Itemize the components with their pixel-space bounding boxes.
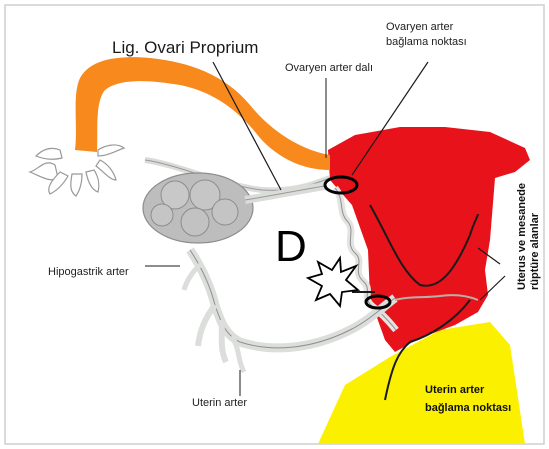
uterine-artery-label: Uterin arter bbox=[192, 397, 247, 409]
ovarian-ligation-label: Ovaryen arter bağlama noktası bbox=[386, 20, 467, 50]
rupture-label: Uterus ve mesanede rüptüre alanlar bbox=[516, 183, 542, 290]
rupture-label-line1: Uterus ve mesanede bbox=[516, 183, 529, 290]
marker-d: D bbox=[275, 222, 307, 272]
ovarian-ligation-label-line1: Ovaryen arter bbox=[386, 20, 467, 35]
rupture-star bbox=[308, 258, 358, 306]
ovary bbox=[143, 173, 253, 243]
uterine-ligation-label: Uterin arter bağlama noktası bbox=[425, 381, 511, 417]
rupture-label-line2: rüptüre alanlar bbox=[529, 183, 542, 290]
hypogastric-label: Hipogastrik arter bbox=[48, 266, 129, 278]
uterine-ligation-label-line1: Uterin arter bbox=[425, 381, 511, 399]
lig-ovari-label: Lig. Ovari Proprium bbox=[112, 38, 258, 58]
fimbriae bbox=[30, 145, 124, 196]
uterus-shape bbox=[328, 127, 530, 352]
ovarian-branch-label: Ovaryen arter dalı bbox=[285, 62, 373, 74]
fallopian-tube bbox=[75, 57, 330, 170]
uterine-ligation-label-line2: bağlama noktası bbox=[425, 399, 511, 417]
ovarian-ligation-label-line2: bağlama noktası bbox=[386, 35, 467, 50]
